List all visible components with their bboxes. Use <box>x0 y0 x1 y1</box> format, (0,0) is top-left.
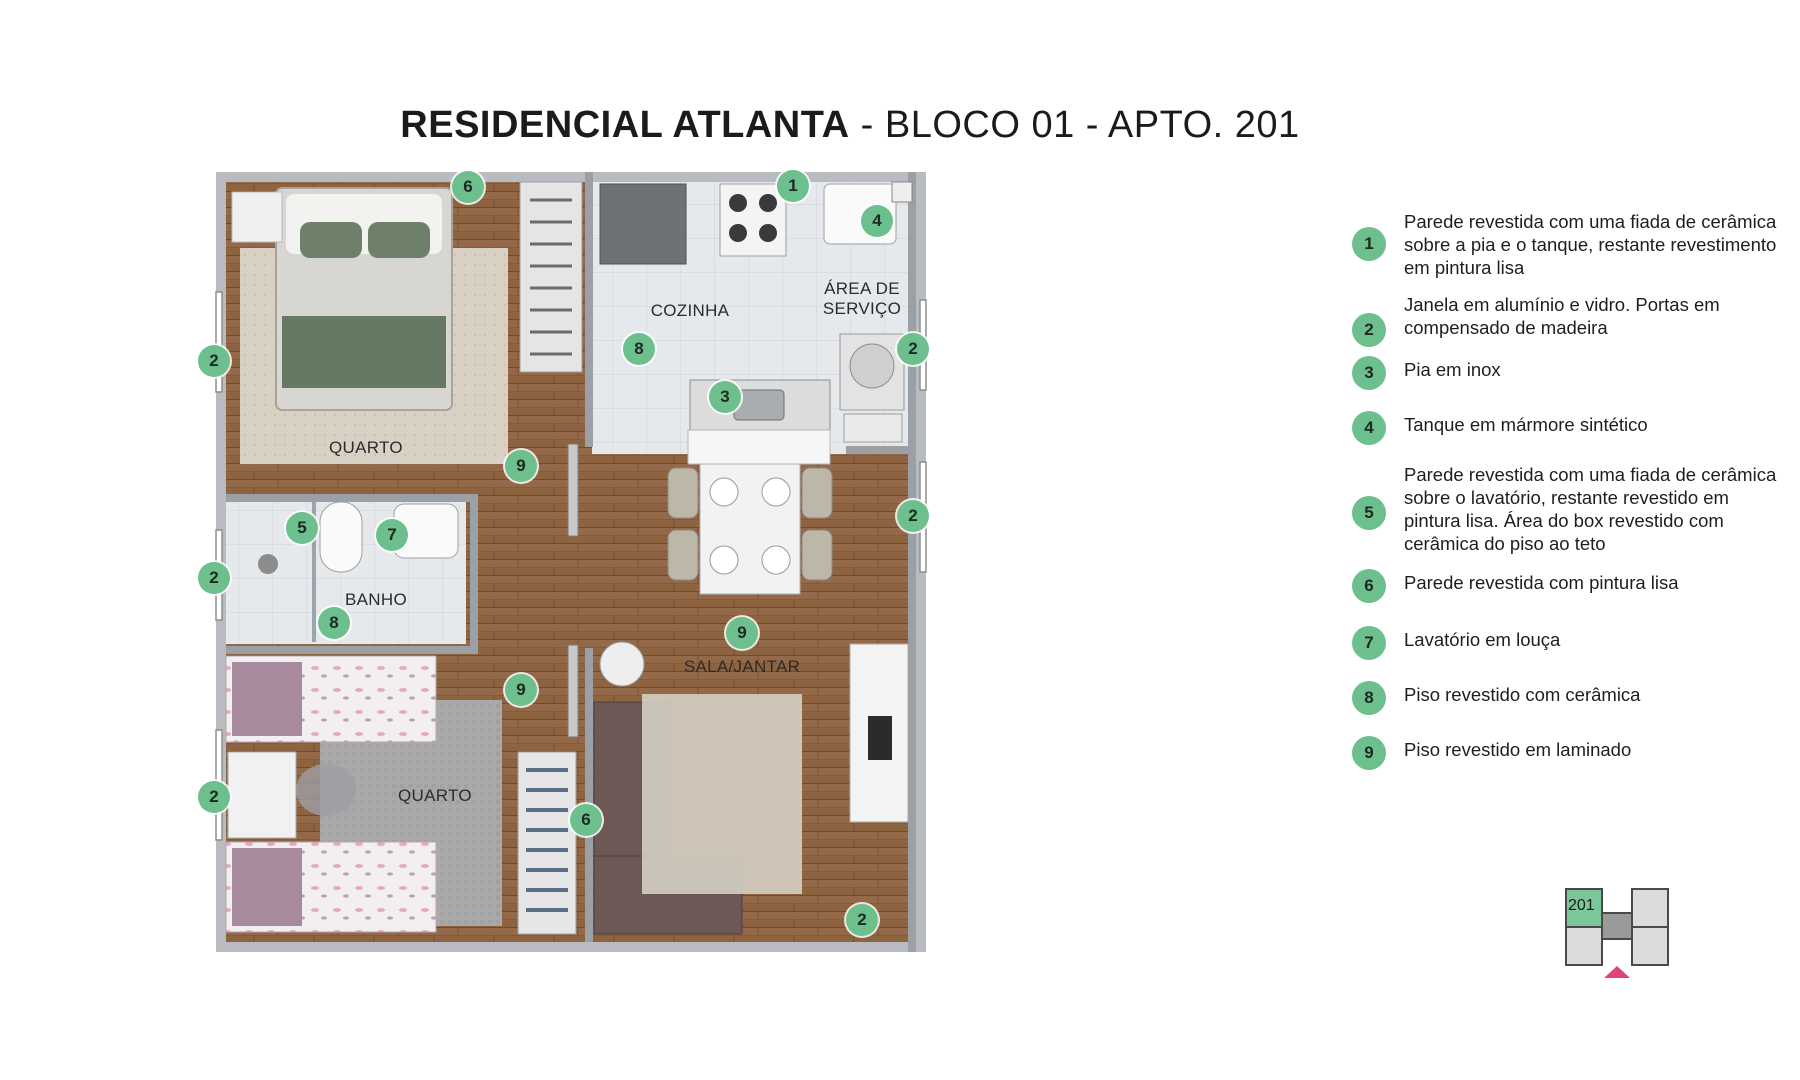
plan-marker: 8 <box>318 607 350 639</box>
plan-marker: 2 <box>846 904 878 936</box>
plan-marker: 2 <box>198 345 230 377</box>
legend-text: Pia em inox <box>1404 359 1501 380</box>
page-title: RESIDENCIAL ATLANTA - BLOCO 01 - APTO. 2… <box>300 104 1400 147</box>
plan-marker: 4 <box>861 205 893 237</box>
legend-text: Lavatório em louça <box>1404 629 1561 650</box>
title-unit-info: - BLOCO 01 - APTO. 201 <box>860 104 1300 146</box>
plan-marker: 1 <box>777 170 809 202</box>
legend-number: 3 <box>1352 356 1386 390</box>
legend-text: Parede revestida com uma fiada de cerâmi… <box>1404 211 1777 278</box>
room-label-quarto-1: QUARTO <box>329 438 403 457</box>
legend-number: 1 <box>1352 227 1386 261</box>
legend-number: 8 <box>1352 681 1386 715</box>
legend-text: Piso revestido em laminado <box>1404 739 1632 760</box>
title-building-name: RESIDENCIAL ATLANTA <box>400 104 850 146</box>
room-label-cozinha: COZINHA <box>650 301 730 320</box>
room-label-area-servico: ÁREA DE SERVIÇO <box>823 279 901 319</box>
plan-marker: 2 <box>198 781 230 813</box>
room-label-area-servico-line2: SERVIÇO <box>822 299 902 318</box>
legend-number: 9 <box>1352 736 1386 770</box>
key-plan-unit <box>1565 926 1603 966</box>
legend-number: 5 <box>1352 496 1386 530</box>
legend-text: Parede revestida com uma fiada de cerâmi… <box>1404 464 1777 554</box>
legend-text: Piso revestido com cerâmica <box>1404 684 1641 705</box>
plan-marker: 5 <box>286 512 318 544</box>
plan-marker: 6 <box>452 171 484 203</box>
plan-marker: 8 <box>623 333 655 365</box>
room-label-banho: BANHO <box>345 590 407 609</box>
plan-marker: 9 <box>505 450 537 482</box>
key-plan-unit <box>1631 926 1669 966</box>
plan-marker: 7 <box>376 519 408 551</box>
plan-marker: 2 <box>897 333 929 365</box>
plan-marker: 3 <box>709 381 741 413</box>
legend: 1 Parede revestida com uma fiada de cerâ… <box>1352 0 1792 1080</box>
plan-marker: 2 <box>198 562 230 594</box>
plan-marker: 2 <box>897 500 929 532</box>
key-plan: 201 <box>1565 888 1673 978</box>
legend-number: 4 <box>1352 411 1386 445</box>
legend-number: 6 <box>1352 569 1386 603</box>
room-label-sala-jantar: SALA/JANTAR <box>683 657 801 676</box>
legend-text: Tanque em mármore sintético <box>1404 414 1648 435</box>
key-plan-corridor <box>1601 912 1633 940</box>
key-plan-entrance-arrow-icon <box>1604 966 1630 978</box>
room-label-quarto-2: QUARTO <box>398 786 472 805</box>
legend-number: 7 <box>1352 626 1386 660</box>
legend-number: 2 <box>1352 313 1386 347</box>
legend-text: Janela em alumínio e vidro. Portas em co… <box>1404 294 1720 338</box>
key-plan-unit <box>1631 888 1669 928</box>
room-label-area-servico-line1: ÁREA DE <box>824 279 900 298</box>
plan-marker: 6 <box>570 804 602 836</box>
key-plan-unit-label: 201 <box>1568 897 1595 914</box>
plan-marker: 9 <box>726 617 758 649</box>
plan-marker: 9 <box>505 674 537 706</box>
legend-text: Parede revestida com pintura lisa <box>1404 572 1679 593</box>
